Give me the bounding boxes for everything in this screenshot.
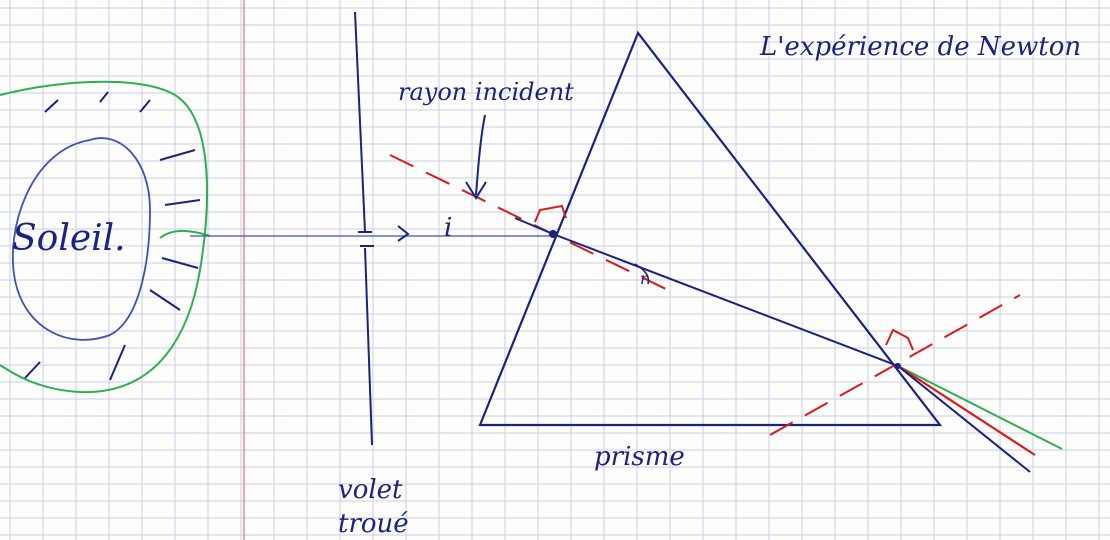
dispersion-blue <box>897 365 1031 473</box>
angle-r-label: r <box>640 269 649 288</box>
incident-label-pointer <box>475 114 486 196</box>
incident-ray-label: rayon incident <box>398 78 574 106</box>
prism-triangle <box>478 30 943 427</box>
shutter-bottom <box>364 247 373 446</box>
incident-label-arrowhead <box>465 181 487 200</box>
diagram-title: L'expérience de Newton <box>759 32 1081 62</box>
sun-disc <box>11 137 151 341</box>
shutter-top <box>354 11 366 233</box>
dispersion-green <box>897 365 1063 450</box>
shutter-label-line1: volet <box>338 475 403 505</box>
refracted-ray <box>552 233 899 367</box>
angle-i-marker <box>534 204 567 223</box>
dispersion-red <box>897 365 1036 456</box>
sun-ray-beam-green <box>159 230 211 239</box>
beam-arrow <box>397 225 410 242</box>
incident-ray-segment <box>514 217 554 235</box>
entry-point <box>549 230 557 238</box>
angle-r-marker <box>634 263 650 285</box>
angle-i-label: i <box>444 213 452 243</box>
angle-exit-marker <box>885 328 914 351</box>
sun-glow-outline <box>0 80 209 394</box>
sun-label: Soleil. <box>12 218 126 259</box>
shutter-label-line2: troué <box>338 509 409 539</box>
normal-entry <box>389 154 669 291</box>
sun-rays <box>24 91 201 381</box>
prism-label: prisme <box>594 442 685 472</box>
